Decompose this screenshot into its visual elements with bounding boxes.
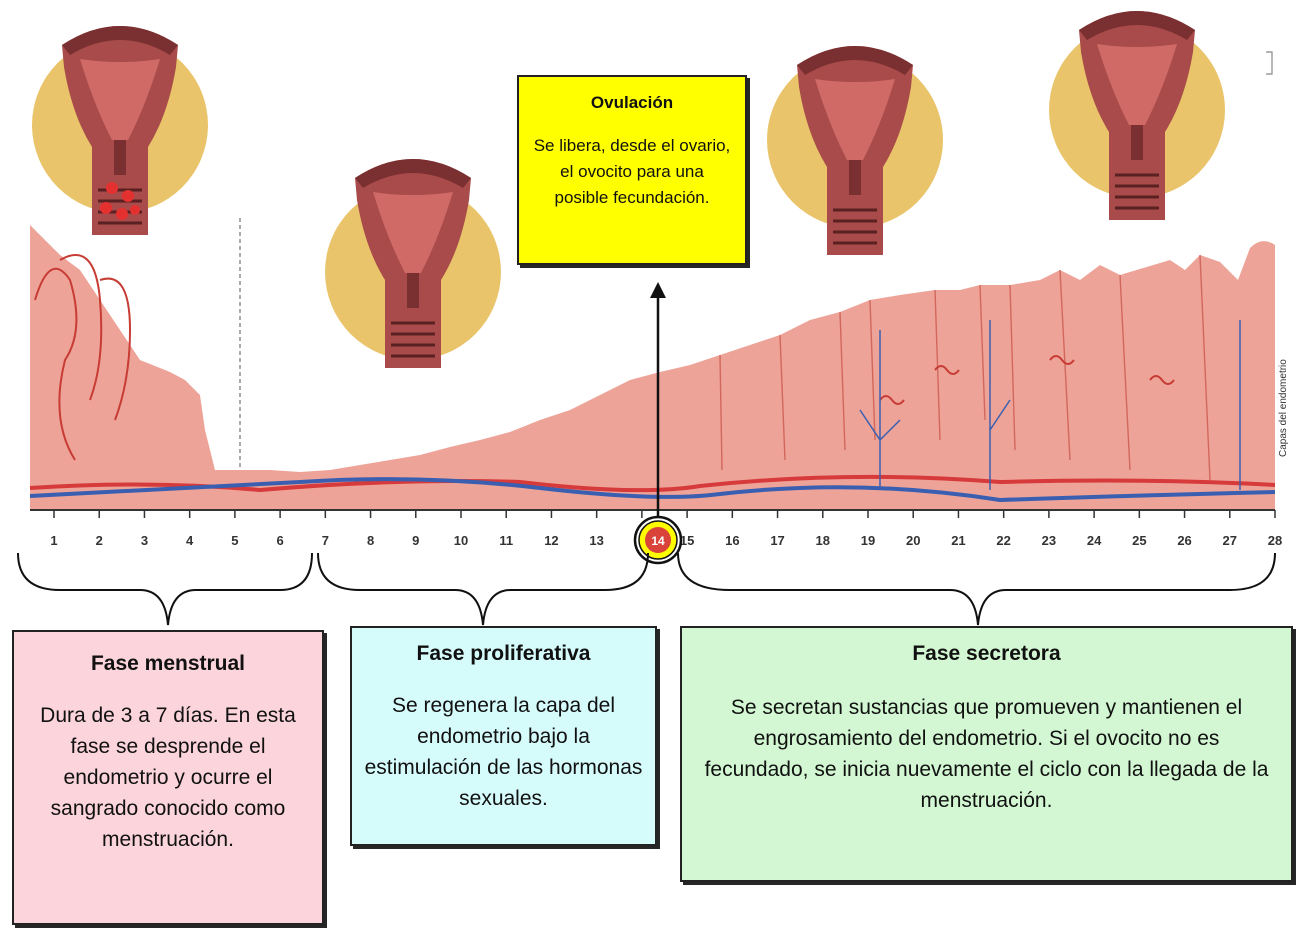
day-label: 23: [1042, 533, 1056, 548]
day-label: 11: [499, 533, 513, 548]
day-label: 6: [276, 533, 283, 548]
day-label: 2: [96, 533, 103, 548]
secretory-phase-text: Se secretan sustancias que promueven y m…: [682, 692, 1291, 816]
day-label: 8: [367, 533, 374, 548]
uterus-illustration-menstrual: [32, 26, 208, 235]
day-label: 7: [322, 533, 329, 548]
day-label: 9: [412, 533, 419, 548]
day-label: 5: [231, 533, 238, 548]
menstrual-phase-title: Fase menstrual: [14, 652, 322, 676]
endometrium-tissue: [30, 225, 1275, 510]
day-label: 22: [996, 533, 1010, 548]
secretory-phase-title: Fase secretora: [682, 642, 1291, 666]
secretory-phase-box: Fase secretora Se secretan sustancias qu…: [680, 626, 1293, 882]
day-label: 12: [544, 533, 558, 548]
day-label: 19: [861, 533, 875, 548]
day-label: 26: [1177, 533, 1191, 548]
uterus-illustration-secretory-late: [1049, 11, 1225, 220]
day-label: 13: [589, 533, 603, 548]
ovulation-box: Ovulación Se libera, desde el ovario, el…: [517, 75, 747, 265]
day-label: 18: [816, 533, 830, 548]
day-label: 3: [141, 533, 148, 548]
day-label: 27: [1223, 533, 1237, 548]
brace-proliferative: [318, 553, 648, 625]
brace-secretory: [678, 553, 1275, 625]
uterus-illustration-proliferative: [325, 159, 501, 368]
day-label: 4: [186, 533, 194, 548]
proliferative-phase-box: Fase proliferativa Se regenera la capa d…: [350, 626, 657, 846]
day-label: 16: [725, 533, 739, 548]
day-label: 21: [951, 533, 965, 548]
day-label: 28: [1268, 533, 1282, 548]
brace-menstrual: [18, 553, 312, 625]
day14-label: 14: [651, 534, 665, 548]
proliferative-phase-title: Fase proliferativa: [352, 642, 655, 666]
menstrual-phase-text: Dura de 3 a 7 días. En esta fase se desp…: [14, 700, 322, 855]
day-label: 25: [1132, 533, 1146, 548]
ovulation-text: Se libera, desde el ovario, el ovocito p…: [519, 133, 745, 211]
uterus-illustration-secretory-early: [767, 46, 943, 255]
proliferative-phase-text: Se regenera la capa del endometrio bajo …: [352, 690, 655, 814]
menstrual-phase-box: Fase menstrual Dura de 3 a 7 días. En es…: [12, 630, 324, 925]
ovulation-arrowhead: [650, 282, 666, 298]
day-label: 24: [1087, 533, 1102, 548]
day-label: 17: [770, 533, 784, 548]
day-label: 10: [454, 533, 468, 548]
day-label: 20: [906, 533, 920, 548]
endometrium-layers-label: Capas del endometrio: [1278, 307, 1298, 457]
day-label: 1: [50, 533, 57, 548]
ovulation-title: Ovulación: [519, 93, 745, 113]
